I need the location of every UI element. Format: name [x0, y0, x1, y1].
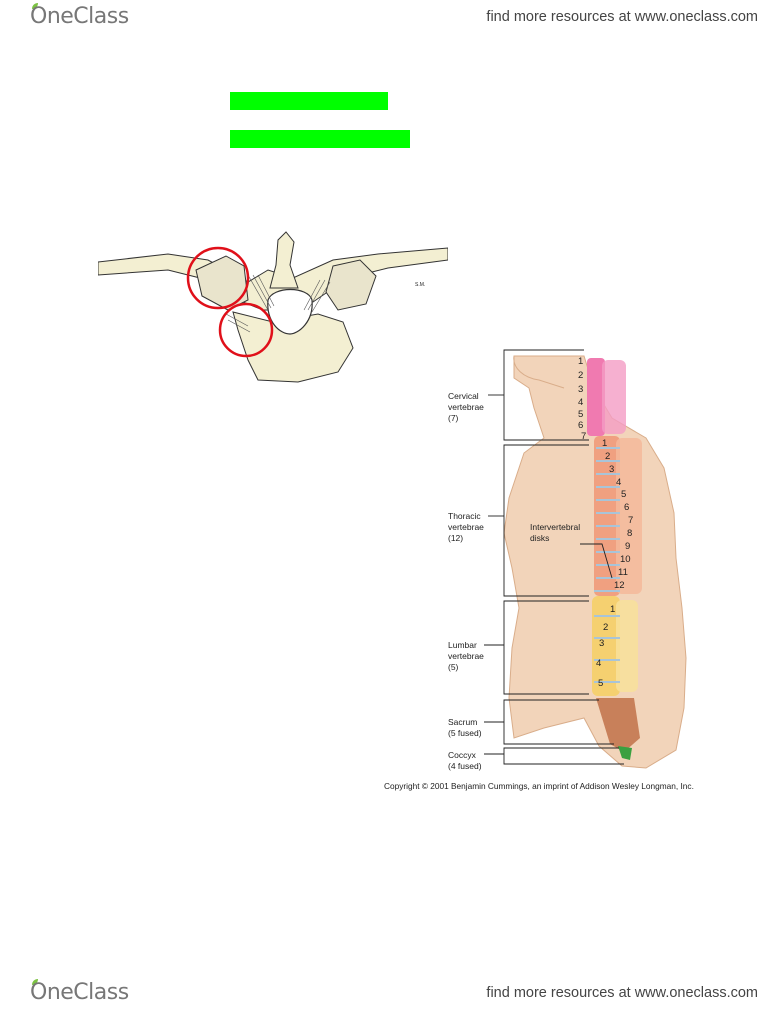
thoracic-number: 5 [621, 489, 626, 500]
cervical-number: 3 [578, 384, 583, 395]
thoracic-number: 7 [628, 515, 633, 526]
thoracic-column [594, 436, 642, 596]
cervical-number: 1 [578, 356, 583, 367]
cervical-number: 2 [578, 370, 583, 381]
coccyx-label-2: (4 fused) [448, 761, 482, 771]
svg-text:S.M.: S.M. [415, 282, 425, 288]
spine-figure: Cervical vertebrae (7) Thoracic vertebra… [384, 349, 694, 791]
disks-label-1: Intervertebral [530, 522, 580, 532]
thoracic-number: 8 [627, 528, 632, 539]
thoracic-label-2: vertebrae [448, 522, 484, 532]
lumbar-label-2: vertebrae [448, 651, 484, 661]
cervical-number: 6 [578, 420, 583, 431]
thoracic-number: 12 [614, 580, 625, 591]
thoracic-number: 11 [618, 567, 628, 578]
highlight-bar-1 [230, 92, 388, 110]
resources-link[interactable]: find more resources at www.oneclass.com [486, 9, 758, 25]
lumbar-label-3: (5) [448, 662, 459, 672]
cervical-label-2: vertebrae [448, 402, 484, 412]
cervical-number: 5 [578, 409, 583, 420]
lumbar-column [592, 596, 638, 696]
thoracic-number: 9 [625, 541, 630, 552]
sacrum-label-2: (5 fused) [448, 728, 482, 738]
lumbar-number: 2 [603, 622, 608, 633]
highlight-bar-2 [230, 130, 410, 148]
leaf-icon [32, 979, 38, 985]
coccyx-label-1: Coccyx [448, 750, 477, 760]
thoracic-number: 10 [620, 554, 631, 565]
sacrum-shape [596, 698, 640, 752]
cervical-number: 4 [578, 397, 583, 408]
disks-label-2: disks [530, 533, 549, 543]
oneclass-logo[interactable]: OneClass [30, 4, 129, 29]
sacrum-label-1: Sacrum [448, 717, 477, 727]
lumbar-number: 3 [599, 638, 604, 649]
thoracic-number: 2 [605, 451, 610, 462]
lumbar-number: 4 [596, 658, 601, 669]
coccyx-shape [618, 746, 632, 760]
thoracic-number: 4 [616, 477, 621, 488]
thoracic-number: 6 [624, 502, 629, 513]
leaf-icon [32, 3, 38, 9]
lumbar-number: 1 [610, 604, 615, 615]
oneclass-logo[interactable]: OneClass [30, 980, 129, 1005]
lumbar-label-1: Lumbar [448, 640, 477, 650]
cervical-number: 7 [581, 431, 586, 442]
cervical-label-1: Cervical [448, 391, 479, 401]
thoracic-number: 3 [609, 464, 614, 475]
resources-link[interactable]: find more resources at www.oneclass.com [486, 985, 758, 1001]
thoracic-number: 1 [602, 438, 607, 449]
cervical-label-3: (7) [448, 413, 459, 423]
cervical-column [587, 358, 626, 436]
lumbar-number: 5 [598, 678, 603, 689]
page-header: OneClass find more resources at www.onec… [0, 0, 784, 40]
vertebra-illustration: S.M. [98, 231, 448, 383]
thoracic-label-3: (12) [448, 533, 463, 543]
page-footer: OneClass find more resources at www.onec… [0, 976, 784, 1016]
copyright-text: Copyright © 2001 Benjamin Cummings, an i… [384, 781, 694, 791]
thoracic-label-1: Thoracic [448, 511, 481, 521]
